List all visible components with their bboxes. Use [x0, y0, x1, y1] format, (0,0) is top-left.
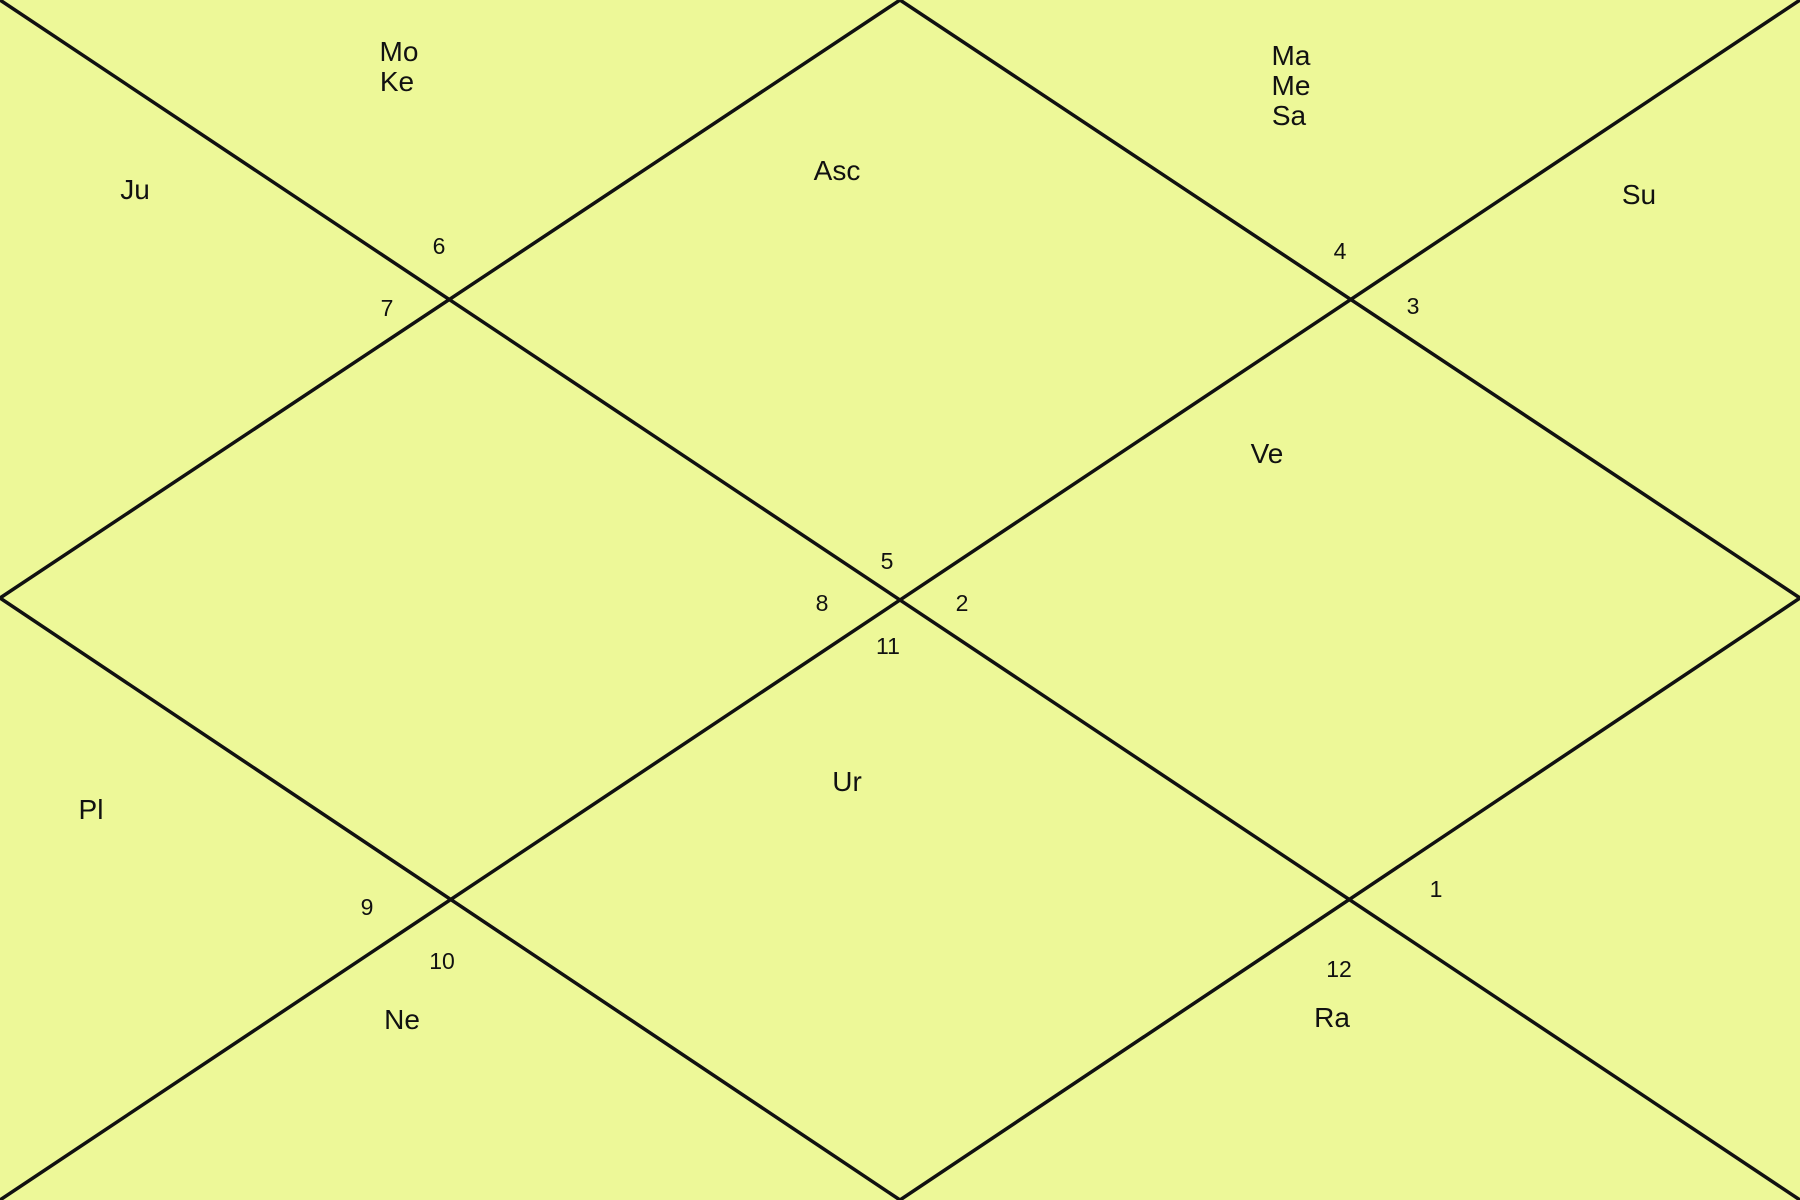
planet-label-ke: Ke	[380, 66, 414, 97]
planet-label-ur: Ur	[832, 766, 862, 797]
grid-line-e	[0, 596, 902, 1200]
house-number-6: 6	[433, 233, 446, 259]
planet-label-asc: Asc	[814, 155, 861, 186]
house-number-7: 7	[381, 295, 394, 321]
house-number-2: 2	[956, 590, 969, 616]
planet-label-ma: Ma	[1272, 40, 1311, 71]
house-number-9: 9	[361, 894, 374, 920]
planet-label-ne: Ne	[384, 1004, 420, 1035]
house-number-12: 12	[1326, 956, 1352, 982]
planet-label-ju: Ju	[120, 174, 150, 205]
planet-labels: Asc Mo Ke Ju Ma Me Sa Su Ve Ur Pl Ne Ra	[79, 36, 1657, 1035]
house-number-8: 8	[816, 590, 829, 616]
house-number-10: 10	[429, 948, 455, 974]
house-number-11: 11	[876, 633, 900, 659]
house-number-4: 4	[1334, 238, 1347, 264]
grid-line-f	[898, 596, 1800, 1200]
planet-label-ve: Ve	[1251, 438, 1284, 469]
planet-label-mo: Mo	[380, 36, 419, 67]
house-number-3: 3	[1407, 293, 1420, 319]
planet-label-pl: Pl	[79, 794, 104, 825]
planet-label-ra: Ra	[1314, 1002, 1350, 1033]
grid-line-c	[0, 0, 902, 600]
planet-label-sa: Sa	[1272, 100, 1307, 131]
planet-label-me: Me	[1272, 70, 1311, 101]
house-number-1: 1	[1430, 876, 1443, 902]
house-number-5: 5	[881, 548, 894, 574]
house-numbers: 1 2 3 4 5 6 7 8 9 10 11 12	[361, 233, 1443, 982]
planet-label-su: Su	[1622, 179, 1656, 210]
grid-line-d	[898, 0, 1800, 600]
